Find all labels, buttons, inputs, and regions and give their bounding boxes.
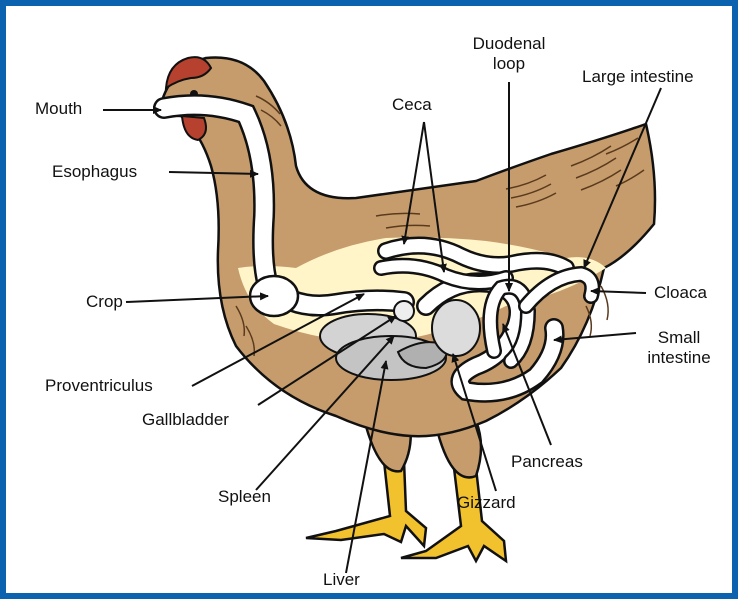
- label-pancreas: Pancreas: [511, 452, 583, 472]
- label-duodenal-loop-line2: loop: [493, 54, 525, 73]
- gizzard: [432, 300, 480, 356]
- label-spleen: Spleen: [218, 487, 271, 507]
- label-gizzard: Gizzard: [457, 493, 516, 513]
- label-ceca: Ceca: [392, 95, 432, 115]
- gallbladder: [394, 301, 414, 321]
- label-crop: Crop: [86, 292, 123, 312]
- wattle: [182, 116, 206, 140]
- label-small-intestine-line2: intestine: [647, 348, 710, 367]
- label-gallbladder: Gallbladder: [142, 410, 229, 430]
- label-small-intestine: Small intestine: [639, 328, 719, 368]
- label-proventriculus: Proventriculus: [45, 376, 153, 396]
- label-duodenal-loop: Duodenal loop: [461, 34, 557, 74]
- label-small-intestine-line1: Small: [658, 328, 701, 347]
- label-liver: Liver: [323, 570, 360, 590]
- label-cloaca: Cloaca: [654, 283, 707, 303]
- label-mouth: Mouth: [35, 99, 82, 119]
- label-duodenal-loop-line1: Duodenal: [473, 34, 546, 53]
- label-esophagus: Esophagus: [52, 162, 137, 182]
- label-large-intestine: Large intestine: [582, 67, 694, 87]
